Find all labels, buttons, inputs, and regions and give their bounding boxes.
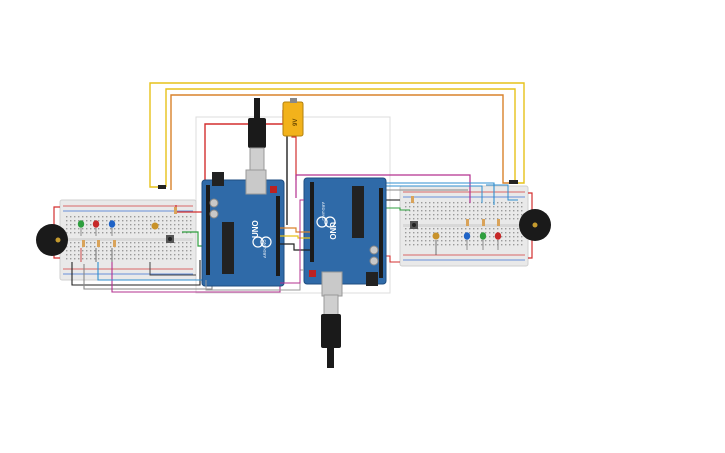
arduino-label: ARDUINO [262, 240, 267, 258]
left-components[interactable] [36, 185, 177, 262]
button-cap-icon [168, 237, 172, 241]
capacitor-icon [369, 245, 379, 255]
led-green-right[interactable] [479, 232, 487, 250]
sensor-right[interactable] [432, 232, 440, 240]
arduino-right-board [303, 177, 387, 285]
wire-black-left[interactable] [71, 260, 201, 286]
wire-black-left-2[interactable] [149, 262, 196, 276]
capacitor-icon [209, 209, 219, 219]
breadboard-holes [405, 202, 523, 246]
reset-button[interactable] [309, 270, 316, 277]
button-cap-icon [412, 223, 416, 227]
wire-gray-bottom[interactable] [205, 269, 304, 291]
header-strip [310, 182, 314, 262]
arduino-label: ARDUINO [321, 202, 326, 220]
inter-board-wires[interactable] [205, 199, 310, 291]
header-strip [379, 188, 383, 278]
usb-connector-icon [323, 294, 339, 316]
resistor-left[interactable] [174, 207, 177, 214]
right-components[interactable] [410, 180, 551, 255]
arduino-logo-icon [260, 236, 272, 248]
wire-red-right-2[interactable] [384, 255, 400, 263]
buzzer-pin-icon [532, 222, 538, 228]
wire-blue-right[interactable] [378, 182, 495, 205]
center-channel [63, 238, 193, 241]
usb-cable-top[interactable] [248, 98, 266, 171]
resistor-right[interactable] [497, 219, 500, 226]
cable-icon [254, 98, 260, 120]
resistor-right[interactable] [466, 219, 469, 226]
battery-label: 9V [293, 119, 299, 126]
cable-icon [327, 346, 334, 368]
battery-9v[interactable]: 9V [282, 98, 304, 137]
arduino-left[interactable]: UNO ARDUINO [201, 169, 285, 287]
resistor-right[interactable] [482, 219, 485, 226]
led-blue-left[interactable] [108, 220, 116, 236]
right-wires[interactable] [295, 174, 533, 263]
arduino-right[interactable]: UNO ARDUINO [303, 177, 387, 297]
buzzer-left[interactable] [36, 224, 68, 256]
usb-cable-bottom[interactable] [321, 294, 341, 368]
buzzer-pin-icon [55, 237, 61, 243]
microcontroller-chip [352, 186, 364, 238]
left-wires[interactable] [53, 205, 281, 293]
resistor-left[interactable] [97, 240, 100, 247]
wire-magenta-right[interactable] [295, 174, 471, 203]
header-strip [276, 196, 280, 276]
reset-button[interactable] [270, 186, 277, 193]
sensor-left[interactable] [151, 222, 159, 230]
wire-blue-right-3[interactable] [486, 184, 518, 201]
arduino-logo-icon [324, 216, 336, 228]
power-jack-icon [212, 172, 224, 186]
led-blue-right[interactable] [463, 232, 471, 250]
battery-terminal-icon [290, 98, 297, 103]
capacitor-icon [209, 198, 219, 208]
usb-plug-icon [321, 314, 341, 348]
wire-magenta-bottom[interactable] [280, 199, 304, 284]
wire-black-link[interactable] [280, 243, 310, 251]
arduino-left-board [201, 179, 285, 287]
capacitor-icon [369, 256, 379, 266]
usb-connector-icon [249, 147, 265, 171]
led-red-right[interactable] [494, 232, 502, 250]
wire-orange-link[interactable] [280, 227, 310, 233]
wire-yellow-link[interactable] [280, 235, 310, 239]
header-pins [158, 185, 166, 189]
microcontroller-chip [222, 222, 234, 274]
header-pins [509, 180, 518, 184]
wire-orange-top[interactable] [170, 94, 509, 190]
arduino-logo-icon [316, 216, 328, 228]
resistor-right[interactable] [411, 196, 414, 203]
right-breadboard[interactable] [399, 185, 529, 267]
left-breadboard[interactable] [59, 199, 197, 281]
usb-port-icon [245, 169, 267, 195]
wire-green-right[interactable] [384, 207, 410, 211]
resistor-left[interactable] [113, 240, 116, 247]
led-red-left[interactable] [92, 220, 100, 236]
power-jack-icon [366, 272, 378, 286]
wire-blue-right-2[interactable] [382, 185, 483, 203]
wire-yellow-top[interactable] [149, 82, 525, 188]
header-strip [206, 185, 210, 275]
center-channel [403, 224, 525, 227]
usb-port-icon [321, 271, 343, 297]
resistor-left[interactable] [82, 240, 85, 247]
wire-blue-left[interactable] [97, 262, 206, 281]
usb-plug-icon [248, 118, 266, 148]
wire-magenta-left[interactable] [111, 262, 281, 293]
arduino-logo-icon [252, 236, 264, 248]
wire-yellow-top-2[interactable] [165, 88, 516, 187]
uno-label: UNO [251, 220, 260, 238]
led-green-left[interactable] [77, 220, 85, 236]
uno-label: UNO [328, 222, 337, 240]
